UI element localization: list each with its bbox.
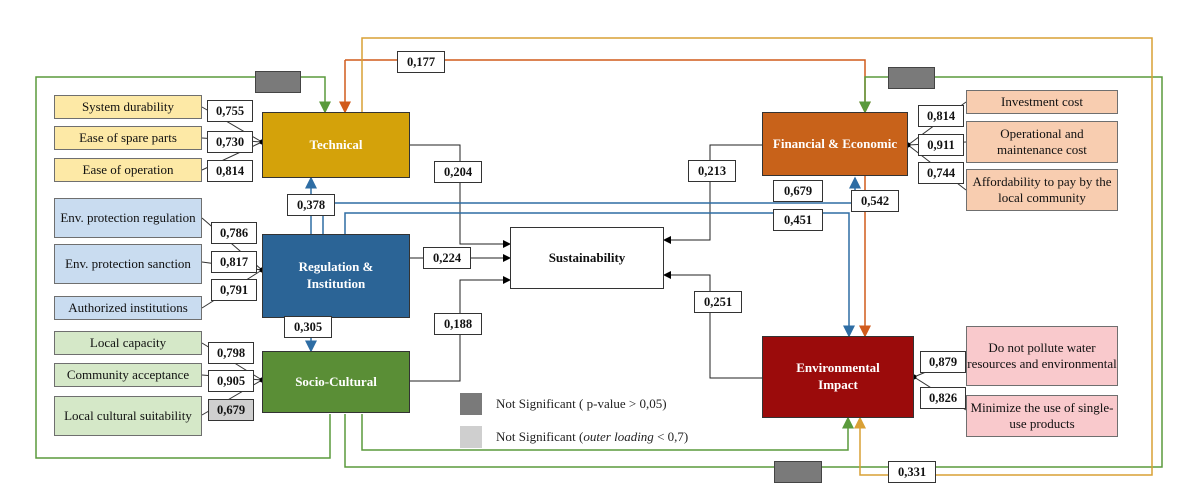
indicator-affordability: Affordability to pay by the local commun… <box>966 169 1118 211</box>
legend-outer-loading: Not Significant (outer loading < 0,7) <box>496 429 688 445</box>
loading-operational-maintenance-cost: 0,911 <box>918 134 964 156</box>
legend-swatch-p-value <box>460 393 482 415</box>
loading-local-capacity: 0,798 <box>208 342 254 364</box>
path-reg-soc: 0,305 <box>284 316 332 338</box>
construct-regulation-institution: Regulation & Institution <box>262 234 410 318</box>
legend-p-value: Not Significant ( p-value > 0,05) <box>496 396 667 411</box>
path-fin-sust: 0,213 <box>688 160 736 182</box>
indicator-ease-of-operation: Ease of operation <box>54 158 202 182</box>
loading-local-cultural-suitability: 0,679 <box>208 399 254 421</box>
loading-ease-of-spare-parts: 0,730 <box>207 131 253 153</box>
loading-do-not-pollute: 0,879 <box>920 351 966 373</box>
legend-swatch-outer-loading <box>460 426 482 448</box>
legend-outer-suffix: < 0,7) <box>653 429 689 444</box>
legend-outer-prefix: Not Significant ( <box>496 429 584 444</box>
path-reg-fin: 0,679 <box>773 180 823 202</box>
path-reg-tech: 0,378 <box>287 194 335 216</box>
not-significant-marker <box>774 461 822 483</box>
indicator-operational-maintenance-cost: Operational and maintenance cost <box>966 121 1118 163</box>
loading-community-acceptance: 0,905 <box>208 370 254 392</box>
path-soc-sust: 0,188 <box>434 313 482 335</box>
construct-financial-economic: Financial & Economic <box>762 112 908 176</box>
indicator-local-capacity: Local capacity <box>54 331 202 355</box>
path-reg-sust: 0,224 <box>423 247 471 269</box>
path-fin-env: 0,542 <box>851 190 899 212</box>
path-env-sust: 0,251 <box>694 291 742 313</box>
not-significant-marker <box>255 71 301 93</box>
path-tech-sust: 0,204 <box>434 161 482 183</box>
path-tech-env: 0,331 <box>888 461 936 483</box>
loading-env-protection-sanction: 0,817 <box>211 251 257 273</box>
construct-sustainability: Sustainability <box>510 227 664 289</box>
indicator-local-cultural-suitability: Local cultural suitability <box>54 396 202 436</box>
indicator-system-durability: System durability <box>54 95 202 119</box>
indicator-community-acceptance: Community acceptance <box>54 363 202 387</box>
loading-env-protection-regulation: 0,786 <box>211 222 257 244</box>
indicator-investment-cost: Investment cost <box>966 90 1118 114</box>
legend-outer-term: outer loading <box>583 429 654 444</box>
path-tech-fin: 0,177 <box>397 51 445 73</box>
loading-ease-of-operation: 0,814 <box>207 160 253 182</box>
indicator-env-protection-sanction: Env. protection sanction <box>54 244 202 284</box>
construct-environmental-impact: Environmental Impact <box>762 336 914 418</box>
indicator-minimize-single-use: Minimize the use of single-use products <box>966 395 1118 437</box>
loading-investment-cost: 0,814 <box>918 105 964 127</box>
path-reg-env: 0,451 <box>773 209 823 231</box>
loading-authorized-institutions: 0,791 <box>211 279 257 301</box>
loading-system-durability: 0,755 <box>207 100 253 122</box>
construct-socio-cultural: Socio-Cultural <box>262 351 410 413</box>
loading-minimize-single-use: 0,826 <box>920 387 966 409</box>
not-significant-marker <box>888 67 935 89</box>
indicator-env-protection-regulation: Env. protection regulation <box>54 198 202 238</box>
indicator-authorized-institutions: Authorized institutions <box>54 296 202 320</box>
indicator-do-not-pollute: Do not pollute water resources and envir… <box>966 326 1118 386</box>
indicator-ease-of-spare-parts: Ease of spare parts <box>54 126 202 150</box>
construct-technical: Technical <box>262 112 410 178</box>
loading-affordability: 0,744 <box>918 162 964 184</box>
